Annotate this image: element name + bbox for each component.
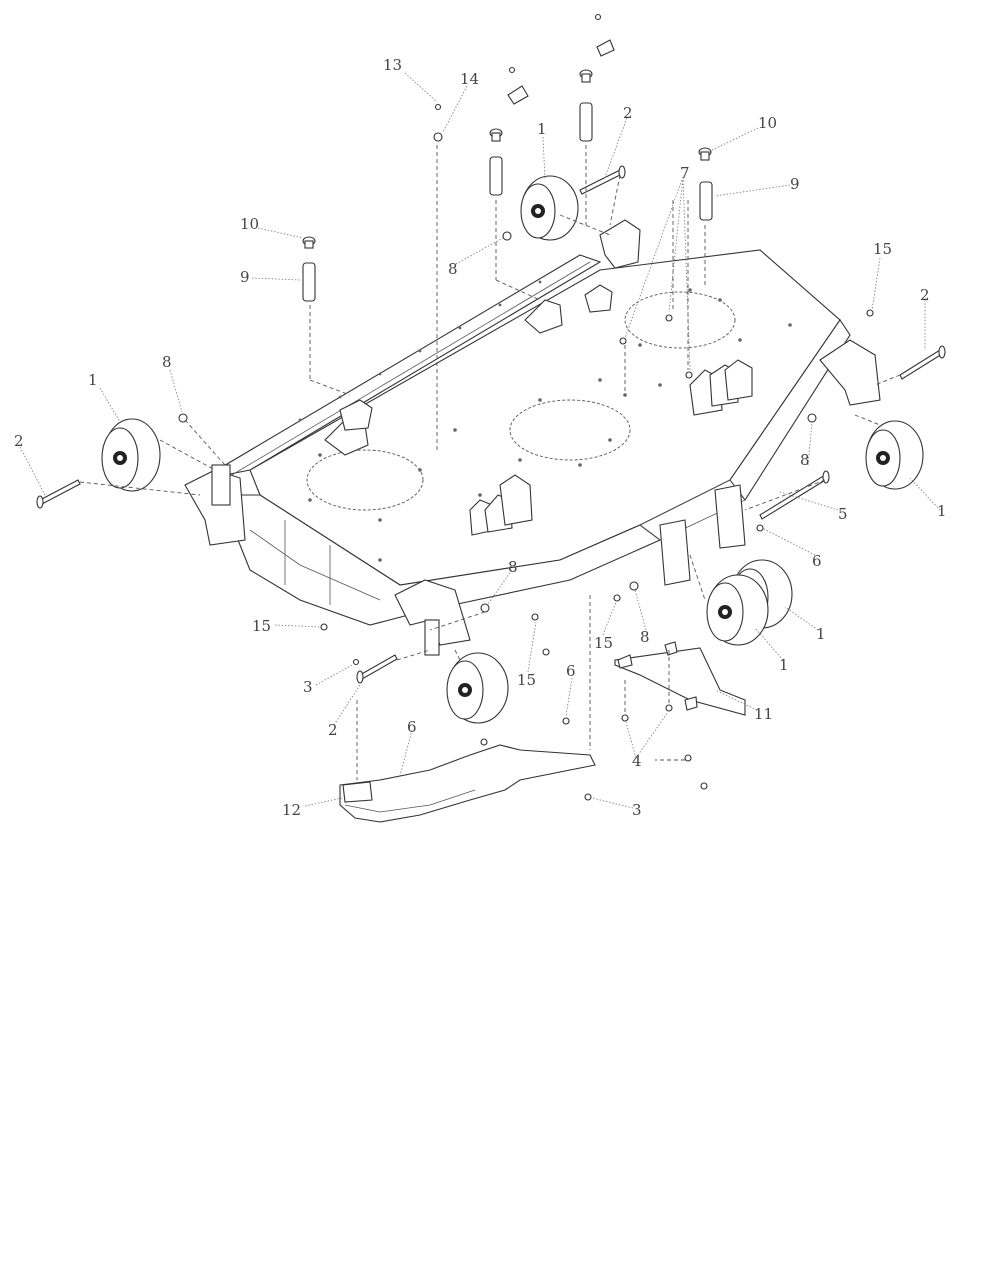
callout-15-left: 15 <box>252 617 271 635</box>
callout-2-top: 2 <box>623 104 633 122</box>
rail-holes <box>298 280 542 422</box>
callout-1-front-b: 1 <box>779 656 789 674</box>
deflector-12 <box>339 744 596 823</box>
callout-14: 14 <box>460 70 479 88</box>
deflector-11 <box>614 641 746 716</box>
deck-housing <box>184 219 881 656</box>
blade-opening-right <box>624 291 736 349</box>
leader-lines <box>19 72 941 809</box>
callout-8-right: 8 <box>800 451 810 469</box>
wheel-front-left <box>446 652 509 724</box>
callout-8-left: 8 <box>162 353 172 371</box>
callout-8-mid: 8 <box>508 558 518 576</box>
callout-2-left: 2 <box>14 432 24 450</box>
wheel-front-right <box>706 574 769 646</box>
blade-opening-left <box>306 449 424 511</box>
callout-6-left: 6 <box>407 718 417 736</box>
callout-6-right: 6 <box>812 552 822 570</box>
callout-3-bottom: 3 <box>632 801 642 819</box>
callout-9-right: 9 <box>790 175 800 193</box>
wheel-right <box>865 420 924 490</box>
callout-1-top: 1 <box>537 120 547 138</box>
callout-8-front: 8 <box>640 628 650 646</box>
callout-4: 4 <box>632 752 642 770</box>
callout-15-mid: 15 <box>594 634 613 652</box>
rail-brackets <box>324 219 641 456</box>
deck-holes <box>308 288 792 562</box>
callout-10-left: 10 <box>240 215 259 233</box>
callout-15-front: 15 <box>517 671 536 689</box>
callout-7: 7 <box>680 164 690 182</box>
callout-1-right: 1 <box>937 502 947 520</box>
callout-2-right: 2 <box>920 286 930 304</box>
callout-1-left: 1 <box>88 371 98 389</box>
assembly-lines <box>79 145 901 780</box>
callout-labels: 13 14 1 2 10 7 9 10 9 8 15 2 1 8 2 8 5 1… <box>14 56 947 819</box>
callout-2-front: 2 <box>328 721 338 739</box>
callout-12: 12 <box>282 801 301 819</box>
callout-8-top: 8 <box>448 260 458 278</box>
wheel-left <box>101 418 161 492</box>
callout-9-left: 9 <box>240 268 250 286</box>
callout-6-front: 6 <box>566 662 576 680</box>
callout-15-right: 15 <box>873 240 892 258</box>
small-hardware <box>178 13 874 801</box>
spacers-and-caps <box>302 69 713 302</box>
callout-13: 13 <box>383 56 402 74</box>
callout-5: 5 <box>838 505 848 523</box>
callout-3-left: 3 <box>303 678 313 696</box>
callout-11: 11 <box>754 705 773 723</box>
baffle-plates <box>469 359 753 536</box>
callout-10-right: 10 <box>758 114 777 132</box>
wheel-top <box>520 175 579 241</box>
callout-1-front-a: 1 <box>816 625 826 643</box>
blade-opening-center <box>509 399 631 461</box>
